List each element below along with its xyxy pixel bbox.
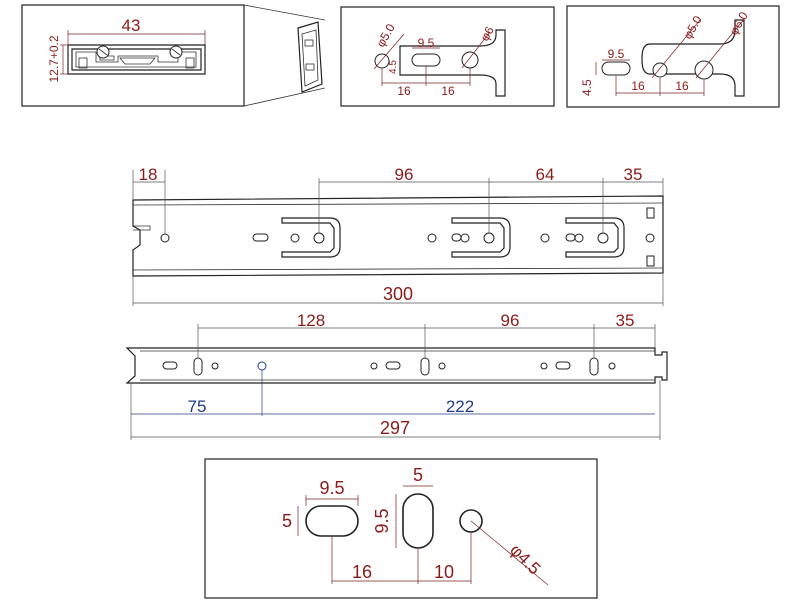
- top-rail-overall: 300: [383, 284, 413, 304]
- section-width-label: 43: [122, 16, 141, 35]
- top-rail-dim-a: 96: [395, 165, 414, 184]
- legend-spacing-1: 16: [352, 562, 372, 582]
- legend-slot-v-height: 9.5: [372, 508, 392, 533]
- perspective-view: [243, 4, 326, 107]
- middle-rail-overall: 297: [380, 418, 410, 438]
- top-rail-dim-c: 35: [624, 165, 643, 184]
- top-rail-dim-b: 64: [536, 165, 555, 184]
- slot-spacing-1: 16: [397, 84, 411, 98]
- section-height-label: 12.7+0.2: [47, 35, 61, 82]
- middle-rail-drawing: 128 96 35 75 222 297: [125, 311, 668, 440]
- slot-spacing-2: 16: [441, 84, 455, 98]
- middle-rail-dim-c: 35: [616, 311, 635, 330]
- slot-detail-panel: φ5.0 φ6 9.5 16 16 4.5: [340, 6, 555, 107]
- legend-slot-h-height: 5: [282, 511, 292, 531]
- legend-slot-h-width: 9.5: [319, 478, 344, 498]
- slot-width-label: 9.5: [418, 36, 435, 50]
- middle-rail-dim-b: 96: [501, 311, 520, 330]
- hole-slot-width: 9.5: [608, 47, 625, 61]
- top-rail-dim-left: 18: [139, 165, 158, 184]
- middle-rail-dim-a: 128: [297, 311, 325, 330]
- slot-offset: 4.5: [388, 60, 399, 74]
- slot-diameter-right: φ6: [477, 24, 497, 44]
- hole-spacing-1: 16: [631, 79, 645, 93]
- legend-slot-v-width: 5: [413, 465, 423, 485]
- hole-slot-height: 4.5: [580, 79, 594, 96]
- hole-detail-panel: 9.5 4.5 φ5.0 φ6.0 16 16: [566, 5, 780, 108]
- middle-rail-dim-222: 222: [446, 397, 474, 416]
- top-rail-drawing: 18 96 64 35 300: [132, 165, 664, 306]
- middle-rail-dim-75: 75: [188, 397, 207, 416]
- hole-legend-panel: 9.5 5 5 9.5 φ4.5 16 10: [204, 458, 598, 599]
- hole-spacing-2: 16: [675, 79, 689, 93]
- legend-spacing-2: 10: [434, 562, 454, 582]
- section-detail-panel: 43 12.7+0.2: [21, 4, 245, 107]
